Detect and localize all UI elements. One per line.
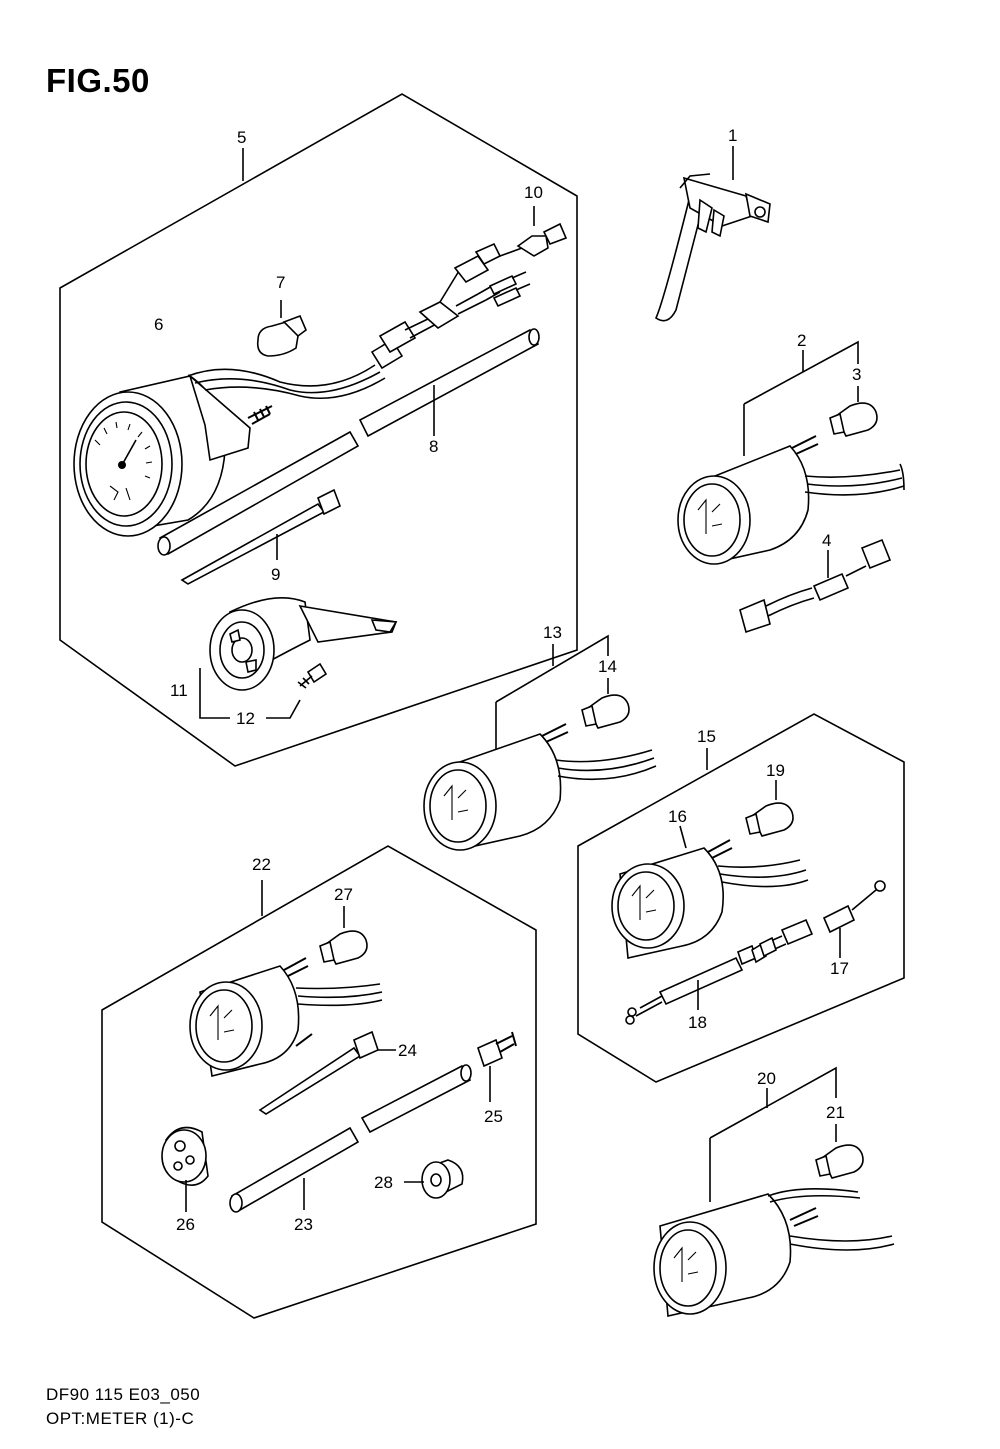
callout-12: 12 [236,709,255,728]
callout-3: 3 [852,365,861,384]
collar-28-icon [404,1159,464,1199]
bulb-3-icon [829,386,878,437]
meter-20-icon [653,1066,895,1317]
diagram-footer: DF90 115 E03_050 OPT:METER (1)-C [46,1383,200,1431]
callout-11: 11 [170,681,188,700]
callout-9: 9 [271,565,280,584]
callout-21: 21 [826,1103,845,1122]
meter-22-icon [189,957,383,1077]
callout-24: 24 [398,1041,417,1060]
bulb-7-icon [256,300,307,357]
bulb-27-icon [319,906,368,965]
tube-23-icon [229,1064,472,1213]
callout-8: 8 [429,437,438,456]
wire-harness-18-icon [625,936,777,1025]
group-box-5 [59,93,578,767]
callout-5: 5 [237,128,246,147]
callout-20: 20 [757,1069,776,1088]
callout-19: 19 [766,761,785,780]
callout-13: 13 [543,623,562,642]
bulb-14-icon [581,678,630,729]
meter-13-icon [423,634,657,851]
callout-6: 6 [154,315,163,334]
callout-15: 15 [697,727,716,746]
meter-2-icon [677,340,905,565]
bulb-21-icon [815,1124,864,1179]
callout-10: 10 [524,183,543,202]
bracket-11-icon [209,596,398,691]
callout-7: 7 [276,273,285,292]
diagram-name: OPT:METER (1)-C [46,1409,195,1428]
callout-22: 22 [252,855,271,874]
callout-4: 4 [822,531,831,550]
tube-8-icon [157,328,540,556]
callout-28: 28 [374,1173,393,1192]
grommet-26-icon [161,1126,209,1212]
callout-26: 26 [176,1215,195,1234]
callout-25: 25 [484,1107,503,1126]
tachometer-icon [73,242,531,537]
callout-1: 1 [728,126,737,145]
callout-18: 18 [688,1013,707,1032]
meter-16-icon [611,825,809,959]
cable-tie-24-icon [258,1030,396,1115]
group-box-15 [577,713,905,1083]
diagram-code: DF90 115 E03_050 [46,1385,201,1404]
wire-harness-4-icon [739,538,892,634]
sensor-1-icon [654,146,771,322]
callout-27: 27 [334,885,353,904]
wire-harness-17-icon [763,880,886,958]
fitting-25-icon [477,1031,517,1102]
callout-23: 23 [294,1215,313,1234]
cable-tie-9-icon [180,488,342,585]
bulb-19-icon [745,780,794,837]
callout-2: 2 [797,331,806,350]
callout-labels: 1 2 3 4 5 6 7 8 9 10 11 12 13 14 15 16 1… [154,126,861,1234]
screw-12-icon [297,662,328,689]
callout-14: 14 [598,657,617,676]
group-box-22 [101,845,537,1319]
callout-16: 16 [668,807,687,826]
callout-17: 17 [830,959,849,978]
bulb-10-icon [516,206,568,257]
figure-title: FIG.50 [46,62,150,99]
